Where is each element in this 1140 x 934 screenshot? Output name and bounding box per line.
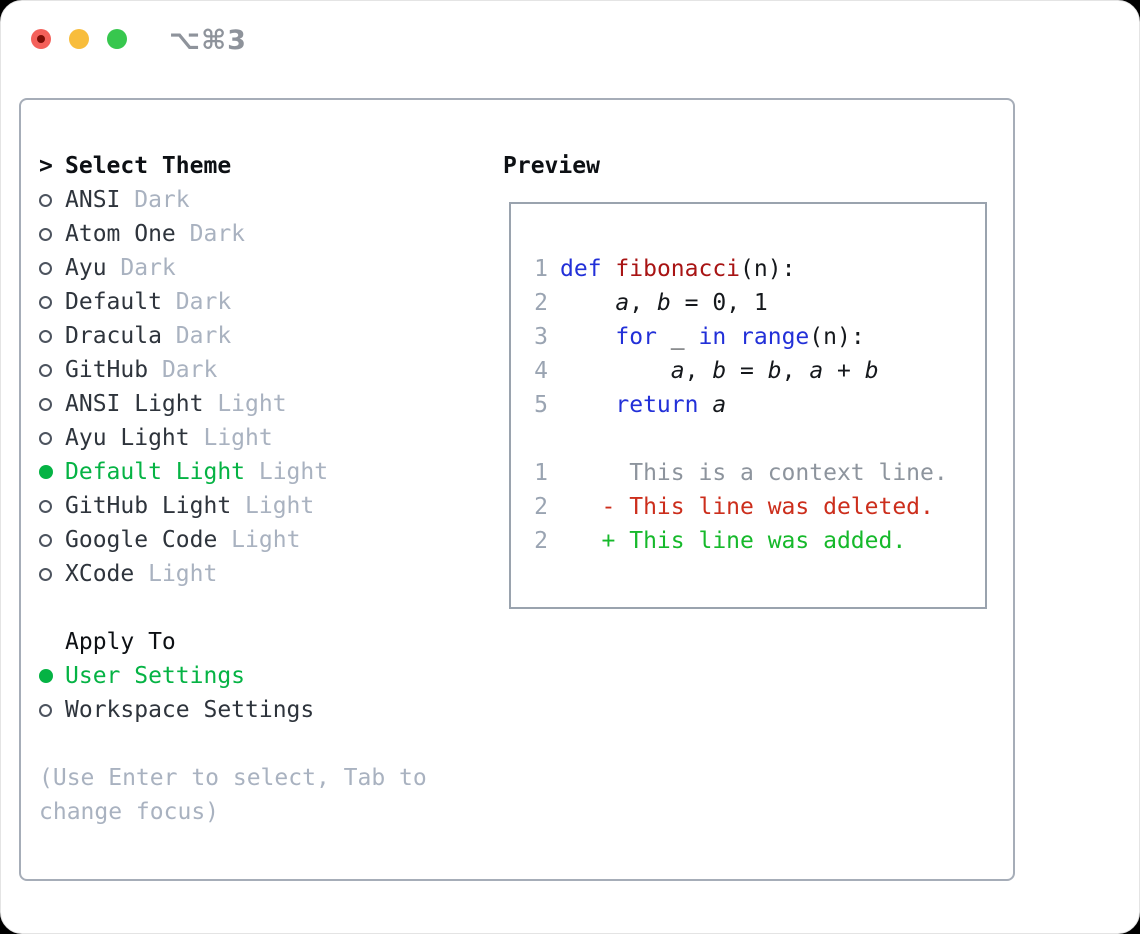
theme-option-google-code-light[interactable]: Google Code Light — [39, 523, 479, 557]
theme-option-dracula-dark[interactable]: Dracula Dark — [39, 319, 479, 353]
focus-caret-icon: > — [39, 153, 53, 179]
minimize-button[interactable] — [69, 29, 89, 49]
theme-option-label: Default Light — [65, 459, 246, 485]
theme-variant-tag: Dark — [148, 357, 218, 383]
theme-option-label: ANSI — [65, 187, 121, 213]
close-button[interactable] — [31, 29, 51, 49]
theme-option-ansi-light-light[interactable]: ANSI Light Light — [39, 387, 479, 421]
radio-unselected-icon — [39, 295, 65, 309]
blank-line — [534, 422, 948, 456]
code-line-code-4: 4 a, b = b, a + b — [534, 358, 879, 384]
spacer-row — [39, 727, 479, 761]
titlebar: ⌥⌘3 — [1, 1, 1139, 79]
theme-option-label: Ayu Light — [65, 425, 190, 451]
radio-unselected-icon — [39, 193, 65, 207]
theme-option-label: Dracula — [65, 323, 162, 349]
radio-unselected-icon — [39, 227, 65, 241]
apply-option-user-settings[interactable]: User Settings — [39, 659, 479, 693]
theme-option-default-dark[interactable]: Default Dark — [39, 285, 479, 319]
apply-option-label: Workspace Settings — [65, 697, 315, 723]
theme-option-label: Default — [65, 289, 162, 315]
apply-option-workspace-settings[interactable]: Workspace Settings — [39, 693, 479, 727]
apply-to-header-row: Apply To — [39, 625, 479, 659]
theme-option-github-light-light[interactable]: GitHub Light Light — [39, 489, 479, 523]
theme-variant-tag: Light — [231, 493, 315, 519]
theme-option-label: Google Code — [65, 527, 218, 553]
select-theme-title: Select Theme — [65, 153, 232, 179]
line-number: 3 — [534, 324, 548, 350]
apply-option-label: User Settings — [65, 663, 246, 689]
radio-unselected-icon — [39, 567, 65, 581]
theme-option-xcode-light[interactable]: XCode Light — [39, 557, 479, 591]
zoom-button[interactable] — [107, 29, 127, 49]
theme-option-ayu-dark[interactable]: Ayu Dark — [39, 251, 479, 285]
help-text-line-1: (Use Enter to select, Tab to — [39, 765, 427, 791]
help-text-line-2: change focus) — [39, 799, 220, 825]
code-line-diff-ctx: 1 This is a context line. — [534, 460, 948, 486]
apply-to-title: Apply To — [65, 629, 176, 655]
radio-unselected-icon — [39, 397, 65, 411]
radio-selected-icon — [39, 465, 65, 479]
theme-variant-tag: Dark — [161, 323, 232, 349]
line-number: 2 — [534, 494, 548, 520]
radio-unselected-icon — [39, 363, 65, 377]
line-number: 4 — [534, 358, 548, 384]
theme-variant-tag: Light — [134, 561, 218, 587]
theme-variant-tag: Dark — [106, 255, 176, 281]
line-number: 2 — [534, 528, 548, 554]
line-number: 1 — [534, 460, 548, 486]
theme-option-atom-one-dark[interactable]: Atom One Dark — [39, 217, 479, 251]
radio-unselected-icon — [39, 329, 65, 343]
theme-option-github-dark[interactable]: GitHub Dark — [39, 353, 479, 387]
keyboard-shortcut-label: ⌥⌘3 — [169, 25, 247, 56]
radio-unselected-icon — [39, 499, 65, 513]
radio-selected-icon — [39, 669, 65, 683]
spacer-row — [39, 591, 479, 625]
theme-variant-tag: Dark — [161, 289, 232, 315]
line-number: 5 — [534, 392, 548, 418]
radio-unselected-icon — [39, 533, 65, 547]
theme-option-label: GitHub — [65, 357, 149, 383]
select-theme-header-row: > Select Theme — [39, 149, 479, 183]
theme-option-label: Atom One — [65, 221, 176, 247]
theme-option-label: GitHub Light — [65, 493, 232, 519]
line-number: 1 — [534, 256, 548, 282]
theme-variant-tag: Light — [217, 527, 301, 553]
code-line-code-2: 2 a, b = 0, 1 — [534, 290, 768, 316]
theme-variant-tag: Light — [189, 425, 273, 451]
preview-title: Preview — [503, 153, 600, 179]
theme-option-ayu-light-light[interactable]: Ayu Light Light — [39, 421, 479, 455]
theme-option-label: Ayu — [65, 255, 107, 281]
close-button-dot — [37, 35, 45, 43]
radio-unselected-icon — [39, 261, 65, 275]
code-line-code-5: 5 return a — [534, 392, 727, 418]
theme-variant-tag: Dark — [175, 221, 246, 247]
theme-variant-tag: Dark — [120, 187, 190, 213]
theme-variant-tag: Light — [245, 459, 329, 485]
theme-option-ansi-dark[interactable]: ANSI Dark — [39, 183, 479, 217]
theme-option-label: ANSI Light — [65, 391, 204, 417]
code-line-diff-add: 2 + This line was added. — [534, 528, 907, 554]
radio-unselected-icon — [39, 703, 65, 717]
code-line-code-3: 3 for _ in range(n): — [534, 324, 865, 350]
radio-unselected-icon — [39, 431, 65, 445]
theme-option-default-light-light[interactable]: Default Light Light — [39, 455, 479, 489]
line-number: 2 — [534, 290, 548, 316]
theme-variant-tag: Light — [203, 391, 287, 417]
code-line-diff-del: 2 - This line was deleted. — [534, 494, 934, 520]
theme-option-label: XCode — [65, 561, 135, 587]
